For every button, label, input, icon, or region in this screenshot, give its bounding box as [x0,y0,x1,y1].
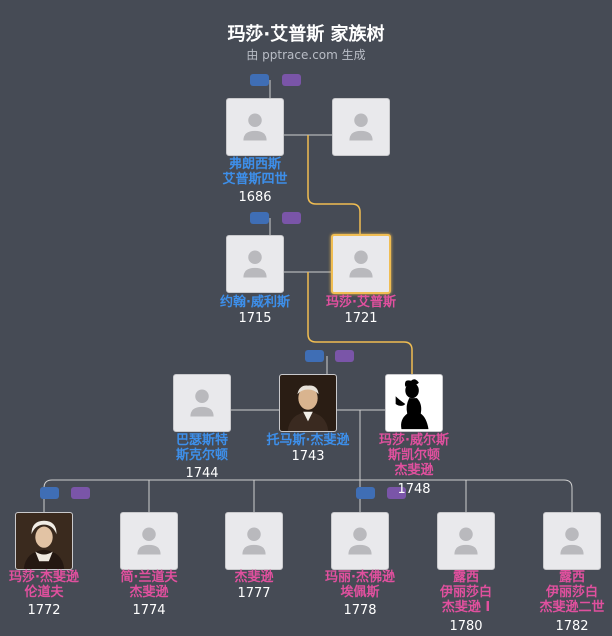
person-silhouette-icon [190,389,214,417]
person-name: 露西伊丽莎白杰斐逊 I [439,570,492,615]
person-year: 1743 [291,449,325,464]
expand-mother-button[interactable] [335,350,354,362]
person-year: 1686 [238,190,272,205]
person-card-mary[interactable] [331,512,389,570]
highlight-line [307,272,413,375]
expand-mother-button[interactable] [282,212,301,224]
person-name: 露西伊丽莎白杰斐逊二世 [539,570,605,615]
person-name: 弗朗西斯艾普斯四世 [222,157,288,187]
person-card-thomas[interactable] [279,374,337,432]
person-year: 1780 [449,619,483,634]
person-silhouette-icon [560,527,584,555]
person-silhouette-icon [349,113,373,141]
person-card-john[interactable] [226,235,284,293]
person-name: 玛丽·杰佛逊埃佩斯 [325,570,395,600]
person-card-lucy2[interactable] [543,512,601,570]
expand-mother-button[interactable] [71,487,90,499]
person-year: 1777 [237,586,271,601]
person-card-lucy1[interactable] [437,512,495,570]
person-silhouette-icon [242,527,266,555]
highlight-line [307,135,361,235]
person-name: 玛莎·杰斐逊伦道夫 [9,570,79,600]
person-year: 1782 [555,619,589,634]
person-silhouette-icon [348,527,372,555]
person-card-jane[interactable] [120,512,178,570]
expand-mother-button[interactable] [282,74,301,86]
person-card-martha-eppes[interactable] [331,234,391,294]
person-name: 托马斯·杰斐逊 [266,433,350,448]
person-card-martha-jr[interactable] [15,512,73,570]
person-year: 1772 [27,603,61,618]
person-year: 1721 [344,311,378,326]
person-year: 1715 [238,311,272,326]
person-silhouette-icon [454,527,478,555]
person-card-francis[interactable] [226,98,284,156]
expand-mother-button[interactable] [387,487,406,499]
person-card-bathurst[interactable] [173,374,231,432]
portrait-photo-icon [280,375,336,431]
person-name: 巴瑟斯特斯克尔顿 [175,433,228,463]
person-name: 玛莎·艾普斯 [326,295,396,310]
expand-father-button[interactable] [250,212,269,224]
person-silhouette-icon [243,113,267,141]
person-year: 1744 [185,466,219,481]
portrait-photo-icon [16,513,72,569]
person-year: 1774 [132,603,166,618]
person-name: 杰斐逊 [234,570,274,585]
silhouette-portrait-icon [386,375,442,431]
person-name: 简·兰道夫杰斐逊 [120,570,178,600]
expand-father-button[interactable] [356,487,375,499]
person-silhouette-icon [349,250,373,278]
connector-line [43,479,573,512]
person-year: 1778 [343,603,377,618]
expand-father-button[interactable] [250,74,269,86]
person-card-jefferson[interactable] [225,512,283,570]
person-year: 1748 [397,482,431,497]
expand-father-button[interactable] [305,350,324,362]
person-name: 玛莎·威尔斯斯凯尔顿杰斐逊 [379,433,449,478]
expand-father-button[interactable] [40,487,59,499]
person-card-martha-wayles[interactable] [385,374,443,432]
person-name: 约翰·威利斯 [220,295,290,310]
person-silhouette-icon [137,527,161,555]
page-title: 玛莎·艾普斯 家族树 [227,24,385,45]
page-subtitle: 由 pptrace.com 生成 [246,48,366,62]
person-silhouette-icon [243,250,267,278]
person-card-francis-spouse[interactable] [332,98,390,156]
